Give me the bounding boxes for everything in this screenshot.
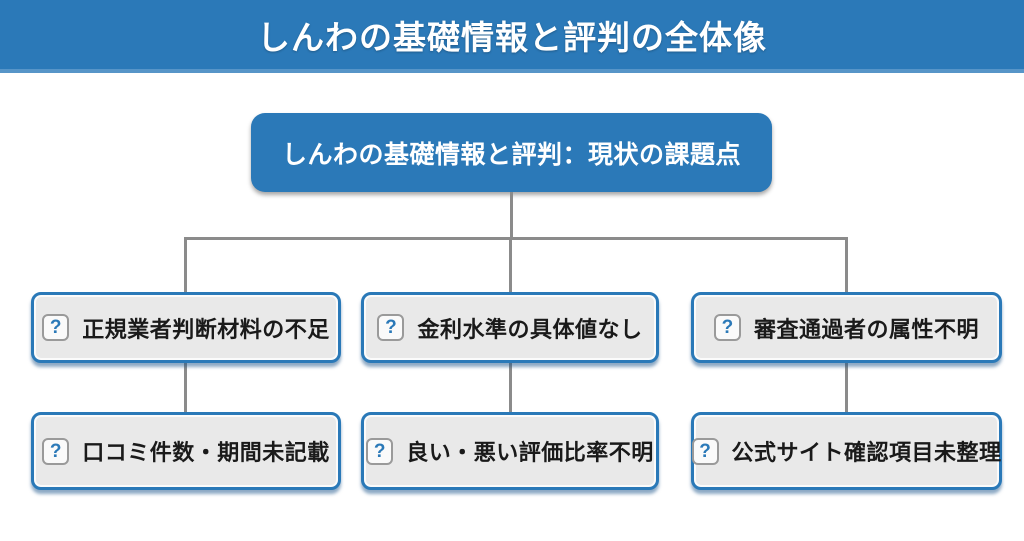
connector-tier2-col3: [845, 362, 848, 413]
detail-node-col2: ? 良い・悪い評価比率不明: [361, 412, 659, 490]
issue-node-col3: ? 審査通過者の属性不明: [691, 292, 1002, 363]
issue-label-col3: 審査通過者の属性不明: [753, 316, 979, 342]
connector-root-stem: [510, 192, 513, 239]
detail-label-col3: 公式サイト確認項目未整理: [731, 440, 1002, 465]
connector-tier2-col1: [184, 362, 187, 413]
question-icon: ?: [42, 314, 70, 341]
question-icon: ?: [366, 437, 394, 465]
connector-drop-col1: [184, 239, 187, 293]
header-banner: しんわの基礎情報と評判の全体像: [0, 0, 1024, 73]
issue-label-col1: 正規業者判断材料の不足: [82, 316, 330, 342]
detail-node-col1: ? 口コミ件数・期間未記載: [31, 412, 341, 490]
detail-label-col1: 口コミ件数・期間未記載: [82, 440, 330, 465]
root-node: しんわの基礎情報と評判：現状の課題点: [251, 113, 772, 192]
issue-node-col2: ? 金利水準の具体値なし: [361, 292, 659, 363]
question-icon: ?: [713, 314, 741, 341]
connector-tier2-col2: [509, 362, 512, 413]
issue-node-col1: ? 正規業者判断材料の不足: [31, 292, 341, 363]
issue-label-col2: 金利水準の具体値なし: [417, 316, 643, 342]
detail-node-col3: ? 公式サイト確認項目未整理: [691, 412, 1002, 490]
connector-horizontal-bar: [184, 237, 848, 240]
page-title: しんわの基礎情報と評判の全体像: [257, 18, 767, 56]
question-icon: ?: [691, 437, 719, 465]
connector-drop-col2: [509, 239, 512, 293]
connector-drop-col3: [845, 239, 848, 293]
detail-label-col2: 良い・悪い評価比率不明: [406, 440, 654, 465]
root-node-label: しんわの基礎情報と評判：現状の課題点: [281, 140, 741, 169]
question-icon: ?: [377, 314, 405, 341]
question-icon: ?: [42, 437, 70, 465]
